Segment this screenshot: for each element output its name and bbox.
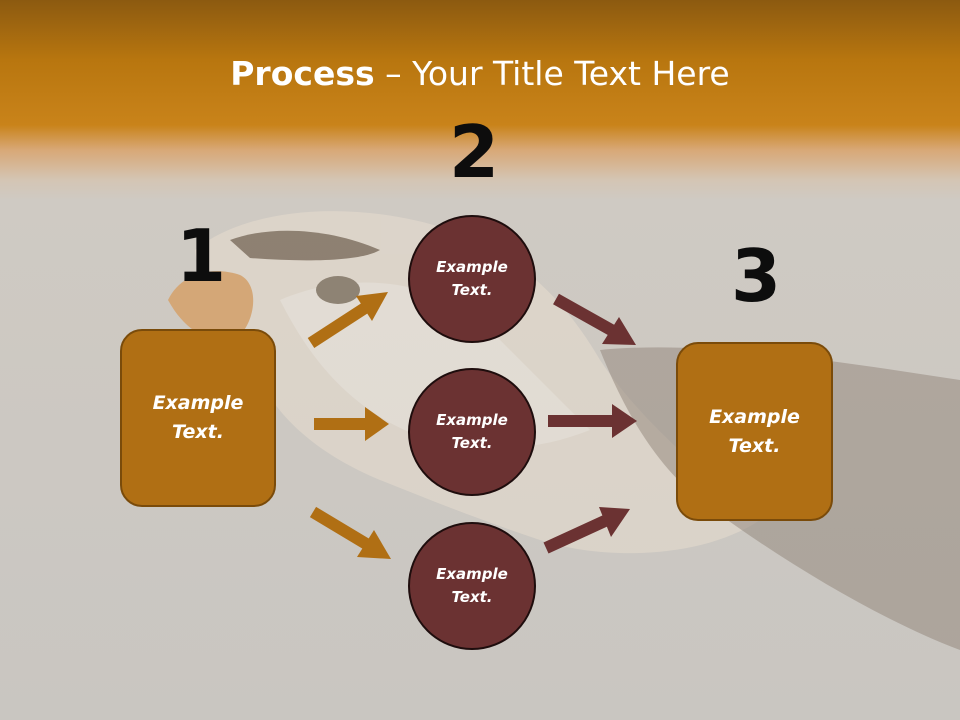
title-rest: – Your Title Text Here: [374, 54, 730, 93]
arrow-left-to-middle: [314, 407, 389, 441]
circle-bottom-line2: Text.: [451, 588, 493, 606]
process-circle-bottom: Example Text.: [408, 522, 536, 650]
step-number-2: 2: [449, 110, 500, 194]
title-bold: Process: [230, 54, 375, 93]
arrow-left-to-top: [307, 292, 388, 349]
right-box-line2: Text.: [728, 434, 781, 457]
step-number-1: 1: [176, 214, 227, 298]
circle-top-line2: Text.: [451, 281, 493, 299]
right-box-line1: Example: [709, 405, 800, 428]
arrow-bottom-to-right: [543, 507, 630, 554]
step-number-3: 3: [731, 234, 782, 318]
arrow-middle-to-right: [548, 404, 637, 438]
process-circle-middle: Example Text.: [408, 368, 536, 496]
right-process-box: Example Text.: [676, 342, 833, 521]
circle-middle-line2: Text.: [451, 434, 493, 452]
slide-title: Process – Your Title Text Here: [0, 52, 960, 96]
left-box-text: Example Text.: [153, 389, 244, 447]
arrow-left-to-bottom: [309, 506, 391, 559]
circle-middle-line1: Example: [436, 411, 508, 429]
process-circle-top: Example Text.: [408, 215, 536, 343]
circle-bottom-line1: Example: [436, 565, 508, 583]
left-box-line1: Example: [152, 392, 244, 414]
left-process-box: Example Text.: [120, 329, 276, 507]
right-box-text: Example Text.: [709, 403, 800, 461]
left-box-line2: Text.: [172, 421, 224, 443]
arrow-top-to-right: [553, 293, 636, 345]
circle-top-line1: Example: [436, 258, 508, 276]
